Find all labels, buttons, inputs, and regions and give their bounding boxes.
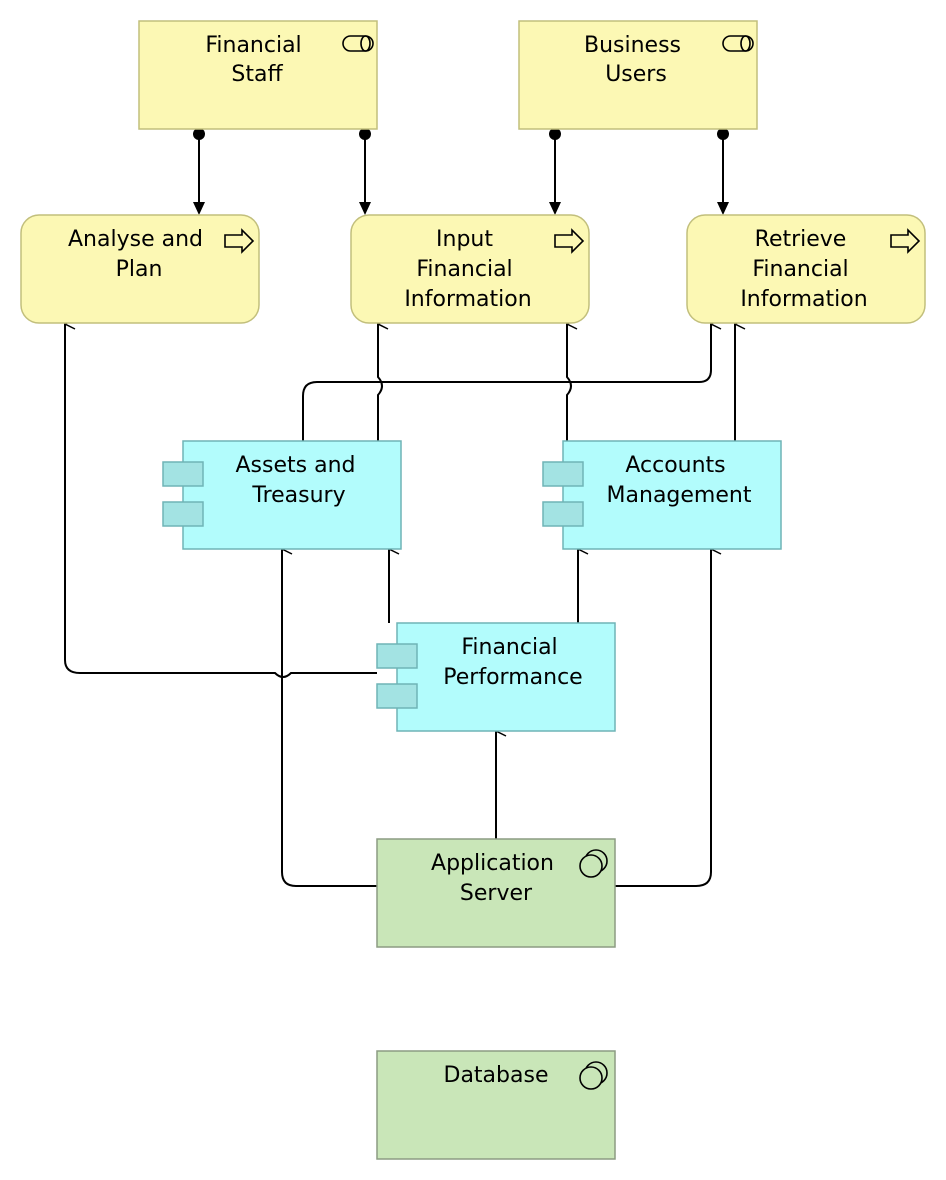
application-component-icon <box>162 461 204 527</box>
flow-assets-to-input[interactable] <box>377 324 382 441</box>
role-icon <box>342 35 374 52</box>
node-assets-and-treasury[interactable]: Assets and Treasury <box>162 440 402 550</box>
node-input-financial-information[interactable]: Input Financial Information <box>350 214 590 324</box>
node-application-server[interactable]: Application Server <box>376 838 616 948</box>
node-business-users[interactable]: Business Users <box>518 20 758 130</box>
node-accounts-management[interactable]: Accounts Management <box>542 440 782 550</box>
node-analyse-and-plan[interactable]: Analyse and Plan <box>20 214 260 324</box>
node-label: Analyse and Plan <box>68 227 210 282</box>
node-label: Financial Staff <box>205 33 308 87</box>
connections <box>64 128 735 887</box>
flow-assets-to-retrieve[interactable] <box>302 324 711 441</box>
assignment-users-to-input[interactable] <box>549 128 561 215</box>
system-software-icon <box>579 849 608 878</box>
serves-server-to-assets[interactable] <box>281 549 377 887</box>
role-icon <box>722 35 754 52</box>
flow-perf-to-analyse[interactable] <box>64 324 377 678</box>
serves-server-to-accounts[interactable] <box>615 549 711 887</box>
node-label: Input Financial Information <box>404 227 531 312</box>
node-label: Database <box>444 1063 549 1088</box>
node-financial-staff[interactable]: Financial Staff <box>138 20 378 130</box>
flow-accounts-to-input[interactable] <box>566 324 571 441</box>
node-label: Accounts Management <box>607 453 752 508</box>
node-label: Application Server <box>431 851 561 906</box>
application-component-icon <box>542 461 584 527</box>
node-label: Assets and Treasury <box>236 453 363 508</box>
assignment-staff-to-input[interactable] <box>359 128 371 215</box>
business-service-arrow-icon <box>890 228 921 254</box>
assignment-staff-to-analyse[interactable] <box>193 128 205 215</box>
business-service-arrow-icon <box>224 228 255 254</box>
node-retrieve-financial-information[interactable]: Retrieve Financial Information <box>686 214 926 324</box>
business-service-arrow-icon <box>554 228 585 254</box>
assignment-users-to-retrieve[interactable] <box>717 128 729 215</box>
system-software-icon <box>579 1061 608 1090</box>
node-label: Business Users <box>584 33 688 87</box>
node-database[interactable]: Database <box>376 1050 616 1160</box>
node-label: Retrieve Financial Information <box>740 227 867 312</box>
application-component-icon <box>376 643 418 709</box>
node-financial-performance[interactable]: Financial Performance <box>376 622 616 732</box>
node-label: Financial Performance <box>443 635 582 690</box>
